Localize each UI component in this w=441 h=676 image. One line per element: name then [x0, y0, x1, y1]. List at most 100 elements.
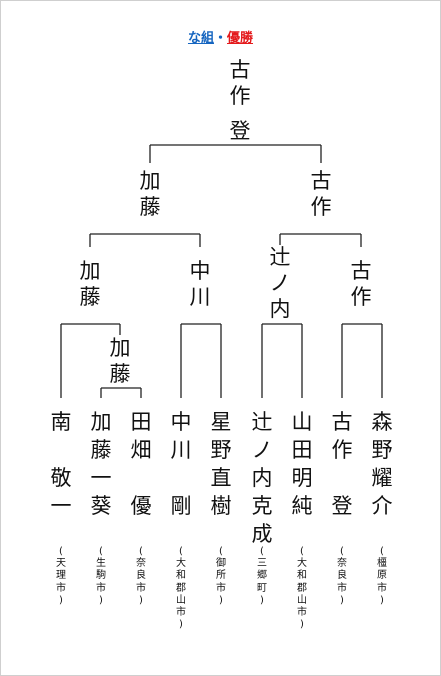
region-char: 理 — [56, 570, 66, 582]
name-char: 登 — [229, 119, 251, 143]
name-char: 剛 — [170, 494, 192, 518]
name-char: 葵 — [90, 494, 112, 518]
region-char: 市 — [377, 582, 387, 594]
region-char: 市 — [337, 582, 347, 594]
name-char: 作 — [350, 285, 372, 309]
region-char: ) — [380, 594, 384, 606]
page-title: な組・優勝 — [0, 31, 441, 47]
region-char: 天 — [56, 558, 66, 570]
name-char: 樹 — [210, 494, 232, 518]
name-char: 古 — [350, 259, 372, 283]
name-char: 一 — [50, 494, 72, 518]
player-8-name: 古作​登 — [327, 408, 357, 520]
name-char: 古 — [331, 410, 353, 434]
region-char: 所 — [216, 570, 226, 582]
region-char: ) — [179, 619, 183, 631]
region-char: ( — [99, 546, 103, 557]
region-char: ( — [300, 546, 304, 557]
region-char: ) — [59, 594, 63, 606]
name-char: ノ — [251, 438, 273, 462]
name-char: 作 — [331, 438, 353, 462]
name-char: 野 — [371, 438, 393, 462]
name-char: 中 — [189, 259, 211, 283]
region-char: 和 — [297, 570, 307, 582]
name-char: 登 — [331, 494, 353, 518]
player-4-region: (大和郡山市) — [173, 546, 189, 631]
region-char: 良 — [136, 570, 146, 582]
region-char: 山 — [297, 594, 307, 606]
region-char: 郡 — [297, 582, 307, 594]
region-char: ( — [219, 546, 223, 557]
player-3-name: 田畑​優 — [126, 408, 156, 520]
region-char: 三 — [257, 558, 267, 570]
name-char: 藤 — [79, 285, 101, 309]
region-char: 和 — [176, 570, 186, 582]
player-1-name: 南​敬一 — [46, 408, 76, 520]
region-char: ) — [219, 594, 223, 606]
name-char: 畑 — [130, 438, 152, 462]
name-char: 加 — [109, 336, 131, 360]
name-char: 川 — [170, 438, 192, 462]
player-6-name: 辻ノ内克成 — [247, 408, 277, 548]
quarterfinal-2-winner: 中 川 — [183, 258, 217, 310]
name-char: 明 — [291, 466, 313, 490]
region-char: 郡 — [176, 582, 186, 594]
player-6-region: (三郷町) — [254, 546, 270, 607]
region-char: 良 — [337, 570, 347, 582]
player-3-region: (奈良市) — [133, 546, 149, 607]
region-char: 御 — [216, 558, 226, 570]
group-label: な組 — [187, 31, 214, 46]
champion-name: 古 作 — [223, 57, 257, 109]
region-char: 奈 — [136, 558, 146, 570]
name-char: 藤 — [139, 195, 161, 219]
region-char: 町 — [257, 582, 267, 594]
name-char: 古 — [229, 58, 251, 82]
region-char: ) — [99, 594, 103, 606]
name-char: 田 — [291, 438, 313, 462]
region-char: 市 — [96, 582, 106, 594]
region-char: 市 — [216, 582, 226, 594]
title-separator: ・ — [213, 31, 227, 46]
name-char: 辻 — [269, 245, 291, 269]
player-5-name: 星野直樹 — [206, 408, 236, 520]
region-char: 橿 — [377, 558, 387, 570]
name-char: 内 — [251, 466, 273, 490]
region-char: ( — [380, 546, 384, 557]
region-char: ( — [340, 546, 344, 557]
name-char: 優 — [130, 494, 152, 518]
region-char: 山 — [176, 594, 186, 606]
name-char: 一 — [90, 466, 112, 490]
champion-given-name: 登 — [223, 118, 257, 144]
region-char: ) — [300, 619, 304, 631]
region-char: 市 — [136, 582, 146, 594]
region-char: ( — [59, 546, 63, 557]
region-char: ) — [139, 594, 143, 606]
name-char: 田 — [130, 410, 152, 434]
region-char: ( — [139, 546, 143, 557]
player-9-region: (橿原市) — [374, 546, 390, 607]
name-char: 作 — [229, 84, 251, 108]
name-char: 藤 — [90, 438, 112, 462]
name-char: 川 — [189, 285, 211, 309]
name-char: 加 — [139, 169, 161, 193]
name-char: 敬 — [50, 466, 72, 490]
player-5-region: (御所市) — [213, 546, 229, 607]
semifinal-right-winner: 古 作 — [304, 168, 338, 220]
region-char: 市 — [56, 582, 66, 594]
quarterfinal-3-winner: 辻 ノ 内 — [263, 244, 297, 322]
name-char: 克 — [251, 494, 273, 518]
name-char: 古 — [310, 169, 332, 193]
name-char: 加 — [79, 259, 101, 283]
name-char: 森 — [371, 410, 393, 434]
region-char: ) — [260, 594, 264, 606]
name-char: 星 — [210, 410, 232, 434]
quarterfinal-1-winner: 加 藤 — [73, 258, 107, 310]
region-char: ( — [260, 546, 264, 557]
region-char: 原 — [377, 570, 387, 582]
player-8-region: (奈良市) — [334, 546, 350, 607]
name-char: 中 — [170, 410, 192, 434]
name-char: 成 — [251, 522, 273, 546]
region-char: 奈 — [337, 558, 347, 570]
name-char: 介 — [371, 494, 393, 518]
